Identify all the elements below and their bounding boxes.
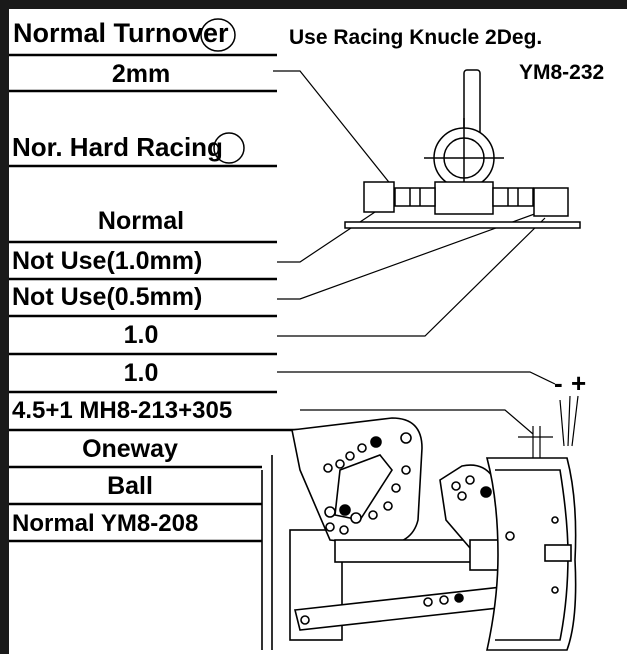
setting-normal: Normal: [97, 207, 185, 235]
row-rules: [9, 53, 300, 543]
base-plate: [344, 221, 581, 229]
arm-value: Normal YM8-208: [12, 510, 199, 537]
hardness-value: Nor. Hard Racing: [12, 132, 223, 162]
value-a: 1.0: [123, 321, 159, 349]
turnover-label: Normal Turnover: [13, 18, 229, 48]
turnover-value: 2mm: [111, 60, 171, 88]
knuckle-part-number: YM8-232: [519, 61, 605, 84]
diff-value: Oneway: [82, 435, 178, 463]
leader-spacer-1: [277, 211, 376, 263]
knuckle-note: Use Racing Knucle 2Deg.: [289, 26, 543, 49]
wheel: [485, 457, 577, 651]
value-b: 1.0: [123, 359, 159, 387]
knuckle-drawing: [344, 69, 581, 229]
leader-lines: [273, 70, 556, 435]
suspension-drawing: [261, 417, 577, 651]
tower-slot: [334, 454, 393, 521]
pivot-ball-left: [363, 181, 395, 213]
spacer-2-value: Not Use(0.5mm): [12, 283, 203, 311]
leader-value-a: [277, 217, 546, 337]
shim-right: [492, 187, 534, 207]
shim-left: [394, 187, 436, 207]
leader-value-b: [277, 371, 556, 385]
leader-spacer-2: [277, 211, 541, 300]
circle-mark: [200, 18, 236, 52]
circle-mark: [213, 132, 245, 164]
joint-value: Ball: [107, 472, 153, 500]
pivot-ball-right: [533, 187, 569, 217]
spacer-1-value: Not Use(1.0mm): [12, 247, 203, 275]
camber-minus: -: [554, 368, 563, 398]
leader-offset: [300, 409, 534, 435]
wheel-nut: [544, 544, 572, 562]
offset-value: 4.5+1 MH8-213+305: [12, 397, 233, 424]
camber-plus: +: [571, 368, 587, 398]
leader-turnover: [273, 70, 401, 197]
knuckle-block: [434, 181, 494, 215]
